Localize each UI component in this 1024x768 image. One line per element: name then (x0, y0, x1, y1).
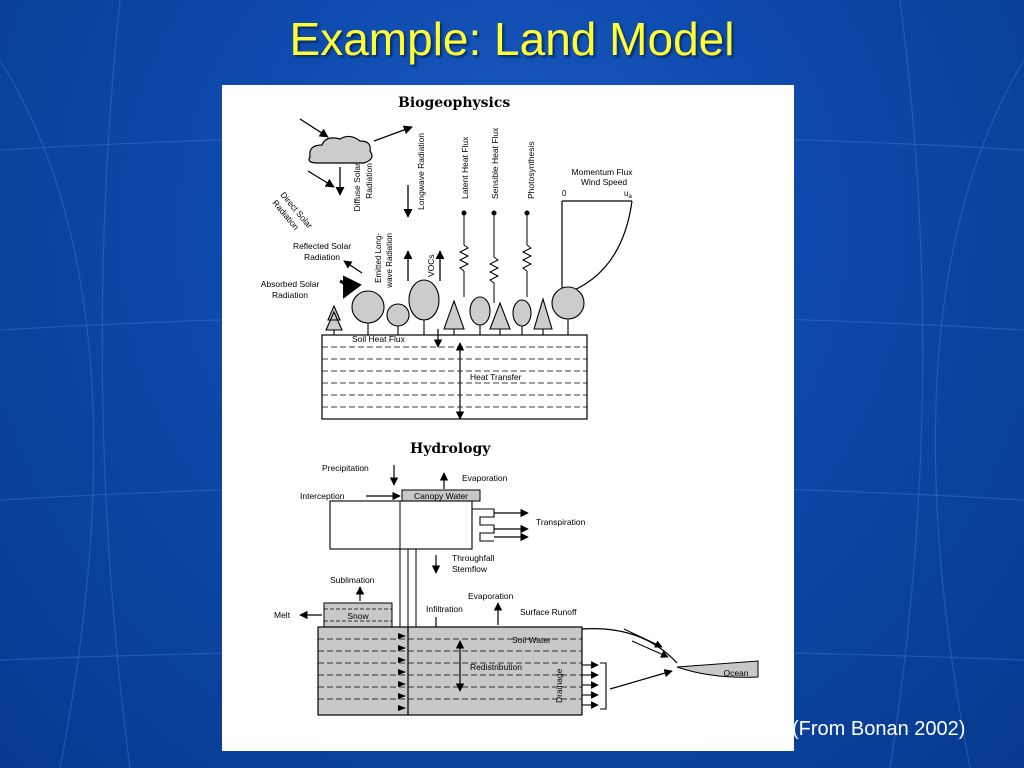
reflected-solar-label-2: Radiation (304, 252, 340, 262)
wind-speed-label: Wind Speed (581, 177, 628, 187)
absorbed-arrow-icon (339, 275, 362, 299)
soil-water-label: Soil Water (512, 635, 551, 645)
absorbed-solar-label-2: Radiation (272, 290, 308, 300)
canopy-water-box: Canopy Water (401, 489, 481, 502)
throughfall-label-1: Throughfall (452, 553, 495, 563)
reflected-solar-label-1: Reflected Solar (293, 241, 351, 251)
redistribution-label: Redistribution (470, 662, 522, 672)
evaporation-soil-label: Evaporation (468, 591, 514, 601)
momentum-flux-label: Momentum Flux (572, 167, 634, 177)
drainage-arrows (582, 661, 607, 710)
emitted-longwave-label-1: Emitted Long- (374, 233, 383, 283)
absorbed-solar-label-1: Absorbed Solar (261, 279, 320, 289)
drainage-label: Drainage (554, 668, 564, 703)
svg-text:Radiation: Radiation (364, 163, 374, 199)
land-model-figure: Biogeophysics Diffuse Solar Radiation Di… (222, 85, 794, 751)
transpiration-structure (329, 500, 495, 550)
hydrology-heading: Hydrology (410, 441, 491, 457)
soil-heat-flux-label: Soil Heat Flux (352, 334, 406, 344)
vegetation-canopy (325, 279, 585, 335)
svg-text:Snow: Snow (347, 611, 369, 621)
biogeophysics-heading: Biogeophysics (398, 95, 510, 111)
emitted-longwave-label-2: wave Radiation (385, 233, 394, 289)
wind-ua-label: ua (624, 189, 632, 200)
wind-zero-label: 0 (562, 189, 567, 198)
transpiration-label: Transpiration (536, 517, 586, 527)
ocean-shape: Ocean (676, 660, 759, 678)
vocs-label: VOCs (426, 254, 436, 277)
svg-text:Latent Heat Flux: Latent Heat Flux (460, 136, 470, 199)
interception-label: Interception (300, 491, 345, 501)
cloud-icon (308, 135, 373, 164)
evaporation-top-label: Evaporation (462, 473, 508, 483)
snow-box: Snow (323, 602, 393, 628)
slide-title: Example: Land Model (289, 13, 735, 65)
svg-text:Sensible Heat Flux: Sensible Heat Flux (490, 127, 500, 199)
surface-runoff-label: Surface Runoff (520, 607, 577, 617)
diffuse-solar-label: Diffuse Solar Radiation (352, 163, 374, 212)
runoff-curve (581, 628, 678, 664)
precipitation-label: Precipitation (322, 463, 369, 473)
svg-text:Ocean: Ocean (723, 668, 748, 678)
sublimation-label: Sublimation (330, 575, 375, 585)
source-citation: (From Bonan 2002) (792, 718, 966, 740)
direct-solar-label: Direct Solar Radiation (270, 190, 314, 232)
throughfall-label-2: Stemflow (452, 564, 488, 574)
svg-text:Photosynthesis: Photosynthesis (526, 141, 536, 199)
wind-profile (561, 200, 633, 296)
svg-text:Diffuse Solar: Diffuse Solar (352, 163, 362, 212)
photosynthesis-flux: Photosynthesis (521, 141, 536, 297)
longwave-label: Longwave Radiation (416, 133, 426, 210)
land-model-diagram: Biogeophysics Diffuse Solar Radiation Di… (261, 95, 759, 716)
latent-heat-flux: Latent Heat Flux (458, 136, 470, 297)
infiltration-label: Infiltration (426, 604, 463, 614)
soil-water-block (317, 626, 583, 716)
soil-column (321, 334, 588, 420)
sensible-heat-flux: Sensible Heat Flux (488, 127, 500, 303)
melt-label: Melt (274, 610, 291, 620)
heat-transfer-label: Heat Transfer (470, 372, 522, 382)
svg-text:Canopy Water: Canopy Water (414, 491, 468, 501)
